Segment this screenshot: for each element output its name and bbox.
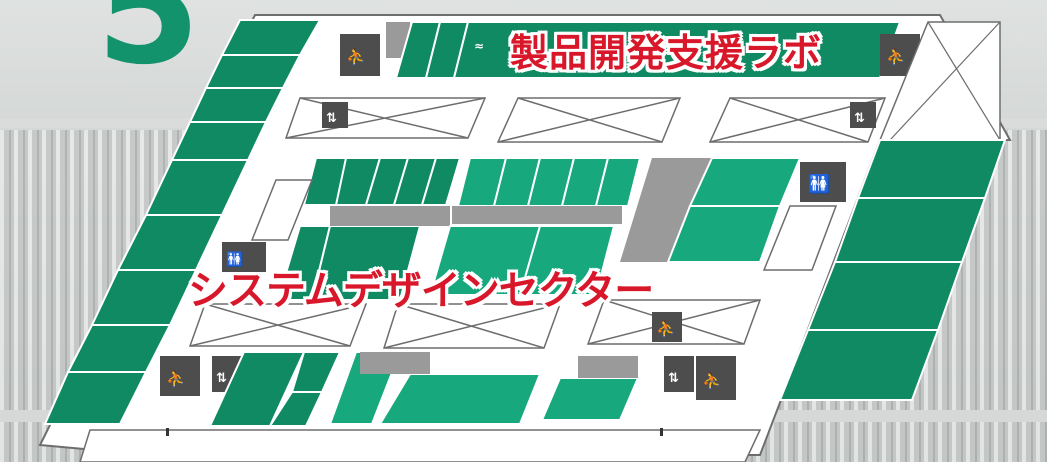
door-marker: [660, 428, 663, 436]
south-right-elevator: [664, 356, 694, 392]
stairs-icon: ⛹: [346, 47, 366, 66]
restroom-icon: 🚻: [226, 251, 243, 268]
center-left-partition: [330, 206, 450, 226]
elevator-icon: ⇅: [854, 111, 865, 126]
center-middle-partition: [452, 206, 622, 224]
stairs-icon: ⛹: [702, 371, 722, 390]
stairs-icon: ⛹: [886, 47, 906, 66]
center-right-void: [762, 205, 838, 271]
north-stairs-left: [340, 34, 380, 76]
center-right-partition: [620, 158, 712, 262]
atrium-voids-row2: [284, 97, 887, 143]
south-right-stairs: [696, 356, 736, 400]
center-right-restroom: [800, 162, 846, 202]
elevator-icon: ⇅: [326, 111, 337, 126]
center-right-block: [666, 157, 802, 263]
system-design-center-label: システムデザインセクター: [188, 268, 654, 314]
elevator-row2-right: [850, 102, 876, 128]
elevator-row2-left: [322, 102, 348, 128]
stairs-icon: ⛹: [166, 369, 186, 388]
stairs-icon: ⛹: [656, 319, 676, 338]
restroom-icon: 🚻: [808, 173, 830, 195]
south-left-block: [208, 351, 342, 427]
south-right-partition: [578, 356, 638, 378]
product-lab-rooms: [394, 21, 902, 79]
atrium-voids-south: [188, 299, 762, 349]
east-wing-rooms: [778, 139, 1007, 401]
elevator-icon: ⇅: [668, 371, 679, 386]
smoking-icon: ≈: [474, 39, 484, 53]
center-middle-block: [428, 157, 642, 296]
south-right-block: [540, 377, 640, 421]
door-marker: [166, 428, 169, 436]
floor-base-strip: [79, 429, 762, 462]
floor-number: 5: [96, 0, 200, 98]
west-wing-rooms: [43, 19, 322, 425]
center-left-stair-void: [250, 179, 314, 241]
south-middle-partition: [360, 352, 430, 374]
south-right-stairs-upper: [652, 312, 682, 342]
product-lab-label: 製品開発支援ラボ: [510, 31, 823, 75]
elevator-icon: ⇅: [216, 371, 227, 386]
center-left-restroom: [222, 242, 266, 272]
south-left-stairs: [160, 356, 200, 396]
